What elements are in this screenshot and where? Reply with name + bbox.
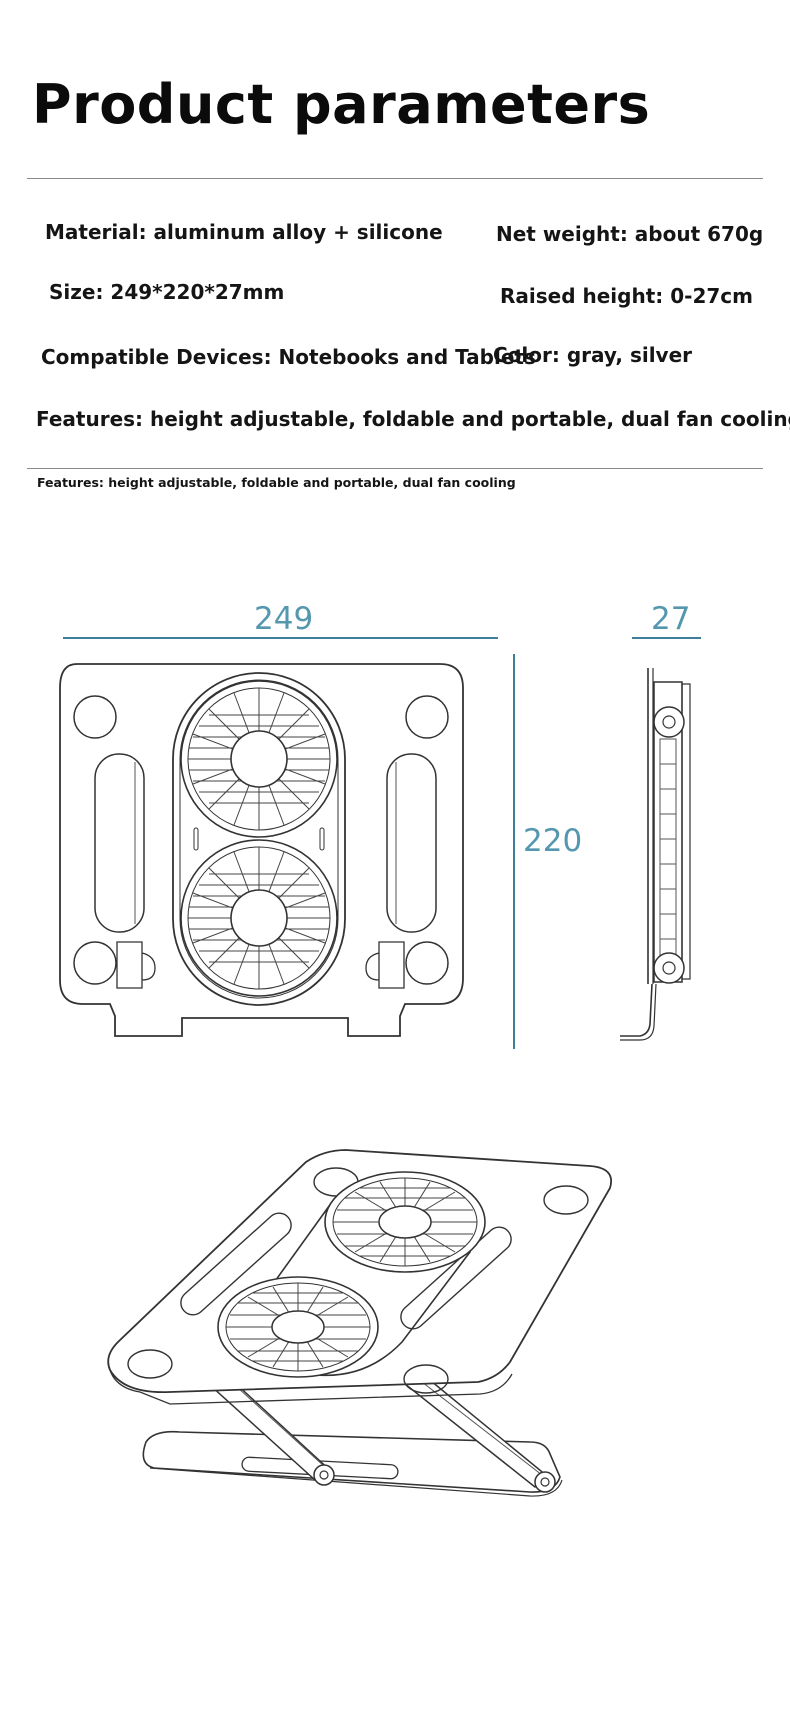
width-dimension-label: 249	[254, 601, 314, 637]
spec-size: Size: 249*220*27mm	[49, 280, 285, 304]
side-view-drawing	[616, 664, 706, 1044]
height-dimension-line	[513, 654, 515, 1049]
top-divider	[27, 178, 763, 179]
spec-net-weight: Net weight: about 670g	[496, 222, 764, 246]
spec-material: Material: aluminum alloy + silicone	[45, 220, 443, 244]
front-view-drawing	[55, 658, 495, 1043]
spec-color: Color: gray, silver	[493, 343, 693, 367]
spec-compatible-devices: Compatible Devices: Notebooks and Tablet…	[41, 345, 536, 369]
bottom-divider	[27, 468, 763, 469]
height-dimension-label: 220	[523, 823, 583, 859]
features-note: Features: height adjustable, foldable an…	[37, 475, 516, 490]
depth-dimension-line	[632, 637, 701, 639]
isometric-view-drawing	[110, 1142, 680, 1582]
depth-dimension-label: 27	[651, 601, 691, 637]
page-title: Product parameters	[32, 73, 651, 136]
width-dimension-line	[63, 637, 498, 639]
spec-raised-height: Raised height: 0-27cm	[500, 284, 753, 308]
spec-features: Features: height adjustable, foldable an…	[36, 407, 790, 431]
